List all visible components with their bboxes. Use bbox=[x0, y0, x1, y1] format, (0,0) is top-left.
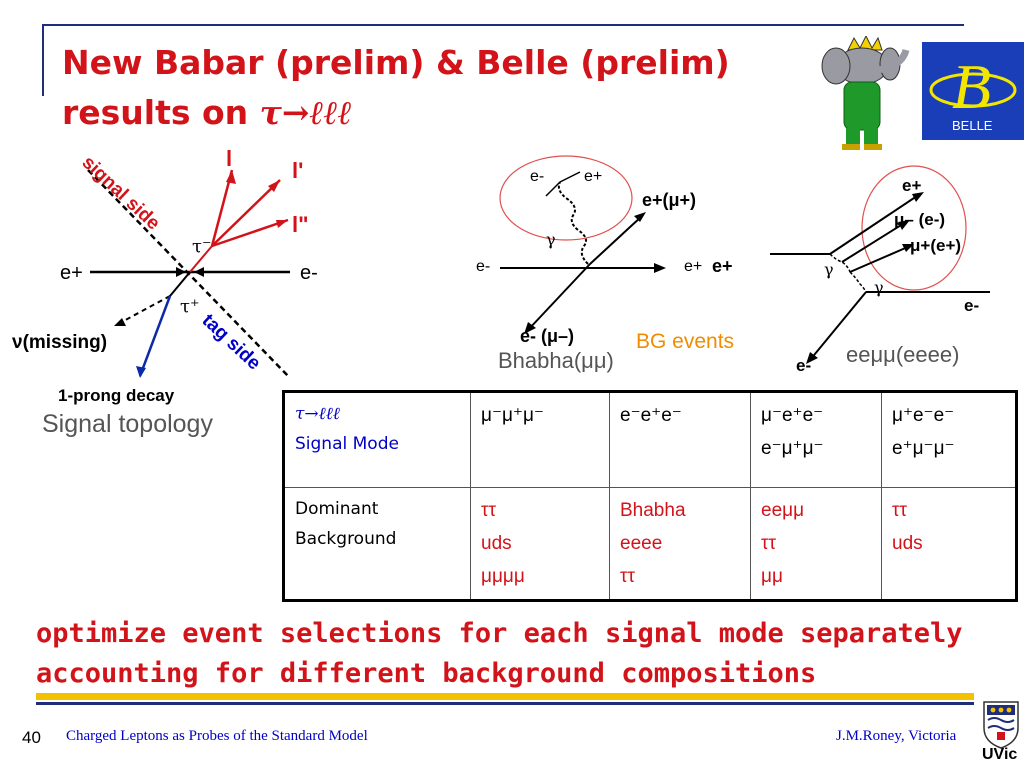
belle-text: BELLE bbox=[952, 118, 993, 133]
eemumu-mu-minus: μ– (e-) bbox=[894, 210, 946, 229]
table-cell-bg-3: eeμμ ττ μμ bbox=[750, 487, 882, 601]
table-row-dominant-background: Dominant Background ττ uds μμμμ Bhabha e… bbox=[283, 487, 1017, 601]
table-cell-mode-2: e⁻e⁺e⁻ bbox=[609, 391, 751, 488]
bhabha-caption: Bhabha(μμ) bbox=[498, 348, 614, 373]
eemumu-e-plus-top: e+ bbox=[902, 176, 922, 195]
mode-1-line-1: μ⁻μ⁺μ⁻ bbox=[481, 405, 544, 426]
conclusion-line-1: optimize event selections for each signa… bbox=[36, 618, 963, 649]
table-cell-mode-4: μ⁺e⁻e⁻ e⁺μ⁻μ⁻ bbox=[881, 391, 1017, 488]
eemumu-gamma-2: γ bbox=[874, 278, 884, 297]
belle-b-logo-icon: B BELLE bbox=[922, 42, 1024, 140]
table-head-dominant-background: Dominant Background bbox=[283, 487, 471, 601]
bhabha-gamma: γ bbox=[546, 230, 556, 249]
title-line-2: results on τ→ℓℓℓ bbox=[62, 88, 782, 138]
tau-plus-label: τ⁺ bbox=[180, 296, 200, 317]
eemumu-e-minus-bottom: e- bbox=[796, 356, 812, 375]
bhabha-e-plus-mu: e+(μ+) bbox=[642, 190, 697, 210]
bg-4-line-2: uds bbox=[892, 533, 923, 554]
bg-2-line-3: ττ bbox=[620, 566, 636, 587]
mode-3-line-1: μ⁻e⁺e⁻ bbox=[761, 405, 824, 426]
eemumu-gamma-1: γ bbox=[824, 260, 834, 279]
lepton-l-label: l bbox=[226, 146, 233, 171]
slide-title: New Babar (prelim) & Belle (prelim) resu… bbox=[62, 38, 782, 138]
mode-4-line-2: e⁺μ⁻μ⁻ bbox=[892, 438, 955, 459]
footer-gold-rule bbox=[36, 693, 974, 700]
bhabha-e-minus-left: e- bbox=[476, 258, 491, 275]
mode-3-line-2: e⁻μ⁺μ⁻ bbox=[761, 438, 824, 459]
footer-blue-rule bbox=[36, 702, 974, 705]
bhabha-e-plus-right: e+ bbox=[684, 258, 703, 275]
conclusion-text: optimize event selections for each signa… bbox=[36, 614, 1016, 694]
eemumu-mu-plus: μ+(e+) bbox=[910, 236, 962, 255]
belle-letter: B bbox=[952, 51, 991, 122]
header-rule-left bbox=[42, 24, 44, 96]
bg-2-line-2: eeee bbox=[620, 533, 663, 554]
signal-mode-table: τ→ℓℓℓ Signal Mode μ⁻μ⁺μ⁻ e⁻e⁺e⁻ μ⁻e⁺e⁻ e… bbox=[282, 390, 1018, 602]
title-line-2-prefix: results on bbox=[62, 93, 260, 132]
header-rule-top bbox=[42, 24, 964, 26]
eemumu-diagram bbox=[770, 165, 990, 364]
table-head-label: Signal Mode bbox=[295, 434, 399, 454]
eemumu-e-minus-right: e- bbox=[964, 296, 980, 315]
footer-talk-title: Charged Leptons as Probes of the Standar… bbox=[66, 728, 368, 744]
table-cell-mode-1: μ⁻μ⁺μ⁻ bbox=[470, 391, 610, 488]
bhabha-e-minus-mu: e- (μ–) bbox=[520, 326, 575, 346]
page-number: 40 bbox=[22, 728, 41, 747]
table-cell-mode-3: μ⁻e⁺e⁻ e⁻μ⁺μ⁻ bbox=[750, 391, 882, 488]
babar-elephant-icon bbox=[821, 36, 910, 150]
table-cell-bg-4: ττ uds bbox=[881, 487, 1017, 601]
one-prong-label: 1-prong decay bbox=[58, 386, 175, 405]
bhabha-e-plus-top: e+ bbox=[584, 168, 603, 185]
table-cell-bg-1: ττ uds μμμμ bbox=[470, 487, 610, 601]
bg-2-line-1: Bhabha bbox=[620, 500, 686, 521]
table-row-signal-mode: τ→ℓℓℓ Signal Mode μ⁻μ⁺μ⁻ e⁻e⁺e⁻ μ⁻e⁺e⁻ e… bbox=[283, 391, 1017, 488]
signal-topology-caption: Signal topology bbox=[42, 410, 213, 438]
bg-1-line-2: uds bbox=[481, 533, 512, 554]
bhabha-e-minus-top: e- bbox=[530, 168, 545, 185]
bg-head-line-1: Dominant bbox=[295, 499, 379, 519]
bg-head-line-2: Background bbox=[295, 529, 397, 549]
lepton-l-double-prime-label: l" bbox=[292, 212, 309, 237]
conclusion-line-2: accounting for different background comp… bbox=[36, 658, 817, 689]
bg-4-line-1: ττ bbox=[892, 500, 908, 521]
bhabha-diagram bbox=[499, 155, 666, 334]
table-head-signal-mode: τ→ℓℓℓ Signal Mode bbox=[283, 391, 471, 488]
eemumu-e-plus-left: e+ bbox=[712, 256, 733, 276]
bg-1-line-1: ττ bbox=[481, 500, 497, 521]
bg-3-line-2: ττ bbox=[761, 533, 777, 554]
uvic-label: UVic bbox=[982, 746, 1018, 763]
bg-events-label: BG events bbox=[636, 330, 735, 353]
mode-2-line-1: e⁻e⁺e⁻ bbox=[620, 405, 682, 426]
topology-e-minus-label: e- bbox=[300, 262, 318, 284]
lepton-l-prime-label: l' bbox=[292, 158, 304, 183]
table-head-formula: τ→ℓℓℓ bbox=[295, 404, 340, 424]
mode-4-line-1: μ⁺e⁻e⁻ bbox=[892, 405, 955, 426]
footer-author: J.M.Roney, Victoria bbox=[836, 728, 957, 744]
belle-logo-art: B BELLE bbox=[929, 51, 1017, 133]
nu-missing-label: ν(missing) bbox=[12, 332, 108, 353]
eemumu-caption: eeμμ(eeee) bbox=[846, 342, 960, 367]
bg-1-line-3: μμμμ bbox=[481, 566, 525, 587]
table-cell-bg-2: Bhabha eeee ττ bbox=[609, 487, 751, 601]
uvic-crest-icon bbox=[983, 701, 1019, 749]
bg-3-line-3: μμ bbox=[761, 566, 783, 587]
title-line-1: New Babar (prelim) & Belle (prelim) bbox=[62, 43, 730, 82]
signal-topology-diagram bbox=[87, 169, 291, 379]
bg-3-line-1: eeμμ bbox=[761, 500, 805, 521]
topology-e-plus-label: e+ bbox=[60, 262, 83, 284]
tau-minus-label: τ⁻ bbox=[192, 236, 212, 257]
title-formula: τ→ℓℓℓ bbox=[259, 93, 352, 132]
